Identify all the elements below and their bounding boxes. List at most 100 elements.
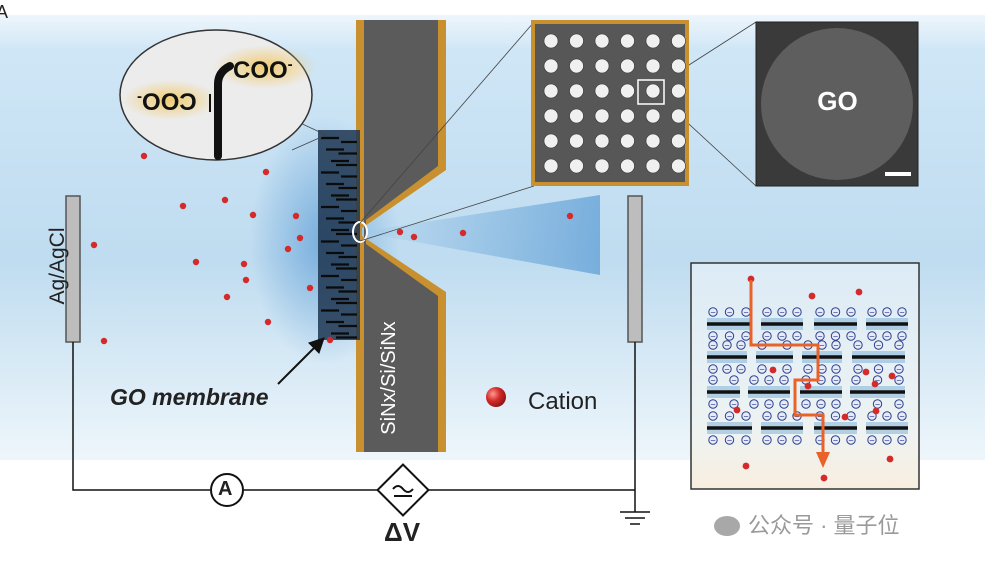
anion-marker [801, 399, 811, 409]
anion-marker [894, 364, 904, 374]
anion-marker [830, 411, 841, 421]
cation-dot [223, 293, 231, 301]
anion-marker [873, 364, 884, 374]
nanopore [645, 133, 661, 149]
anion-marker [897, 435, 907, 445]
inset-cation [886, 455, 894, 463]
legend-cation-label: Cation [528, 388, 598, 415]
nanopore [594, 58, 610, 74]
anion-charge: − [743, 308, 748, 318]
cation-dot [179, 202, 187, 210]
anion-marker [749, 375, 759, 385]
anion-marker [708, 307, 718, 317]
anion-charge: − [710, 436, 715, 446]
ion-flux-fan [360, 195, 600, 275]
anion-marker [867, 307, 877, 317]
anion-charge: − [710, 376, 715, 386]
anion-charge: − [896, 376, 901, 386]
anion-marker [882, 435, 892, 445]
anion-charge: − [833, 332, 838, 342]
anion-charge: − [781, 400, 786, 410]
anion-marker [831, 364, 841, 374]
nanopore [620, 108, 635, 124]
carboxylate-text-mirrored: COO [142, 89, 197, 116]
nanopore [594, 133, 610, 149]
anion-marker [897, 411, 907, 421]
inset-cation [862, 368, 870, 376]
ammeter-symbol [210, 473, 244, 507]
cation-dot [296, 234, 304, 242]
anion-marker [853, 340, 863, 350]
anion-marker [708, 331, 718, 341]
anion-charge: − [875, 400, 880, 410]
anion-marker [873, 340, 884, 350]
carboxylate-text: COO [233, 57, 288, 84]
anion-charge: − [710, 341, 715, 351]
go-membrane [318, 130, 360, 340]
voltage-label: ΔV [384, 517, 421, 547]
nanopore [620, 33, 635, 49]
anion-marker [894, 375, 904, 385]
nanopore [543, 108, 559, 124]
cation-dot [292, 212, 300, 220]
anion-marker [803, 364, 813, 374]
anion-charge: − [896, 400, 901, 410]
anion-charge: − [848, 412, 853, 422]
anion-marker [867, 435, 877, 445]
anion-marker [846, 331, 856, 341]
inset-cation [804, 382, 812, 390]
inset-cation [871, 380, 879, 388]
nanopore [543, 133, 559, 149]
nanopore [569, 83, 584, 99]
anion-marker [777, 435, 787, 445]
nanopore [569, 158, 584, 174]
anion-marker [708, 411, 718, 421]
nanopore [645, 158, 661, 174]
watermark: 公众号 · 量子位 [714, 508, 900, 540]
anion-marker [792, 307, 802, 317]
anion-charge: − [710, 365, 715, 375]
anion-marker [724, 435, 735, 445]
nanopore [543, 58, 559, 74]
anion-charge: − [884, 332, 889, 342]
membrane-label: GO membrane [110, 384, 269, 410]
nanopore [645, 58, 661, 74]
anion-marker [846, 435, 856, 445]
anion-charge: − [817, 332, 822, 342]
nanopore [594, 158, 610, 174]
anion-charge: − [848, 332, 853, 342]
anion-charge: − [779, 436, 784, 446]
anion-charge: − [833, 365, 838, 375]
anion-marker [777, 411, 787, 421]
anion-charge: − [727, 308, 732, 318]
anion-charge: − [884, 308, 889, 318]
inset-cation [733, 406, 741, 414]
anion-charge: − [764, 412, 769, 422]
anion-marker [779, 399, 789, 409]
anion-charge: − [855, 365, 860, 375]
cation-dot [284, 245, 292, 253]
anion-marker [736, 364, 746, 374]
anion-marker [851, 375, 861, 385]
nanopore [620, 158, 635, 174]
inset-cation [820, 474, 828, 482]
anion-charge: − [853, 376, 858, 386]
carboxylate-charge-mirrored: - [137, 88, 142, 105]
anion-marker [762, 435, 772, 445]
nanopore [543, 158, 559, 174]
membrane-pointer-arrow [277, 337, 325, 385]
anion-marker [831, 375, 841, 385]
cation-dot [249, 211, 257, 219]
anion-marker [894, 340, 904, 350]
anion-marker [724, 411, 735, 421]
anion-charge: − [805, 365, 810, 375]
interlayer-transport-inset: −−−−−−−−−−−−−−−−−−−−−−−−−−−−−−−−−−−−−−−−… [690, 262, 920, 490]
anion-marker [764, 399, 774, 409]
anion-charge: − [899, 436, 904, 446]
nanopore [671, 133, 686, 149]
anion-marker [708, 364, 718, 374]
anion-marker [867, 411, 877, 421]
anion-charge: − [731, 376, 736, 386]
anion-charge: − [833, 400, 838, 410]
nanopore [569, 33, 584, 49]
